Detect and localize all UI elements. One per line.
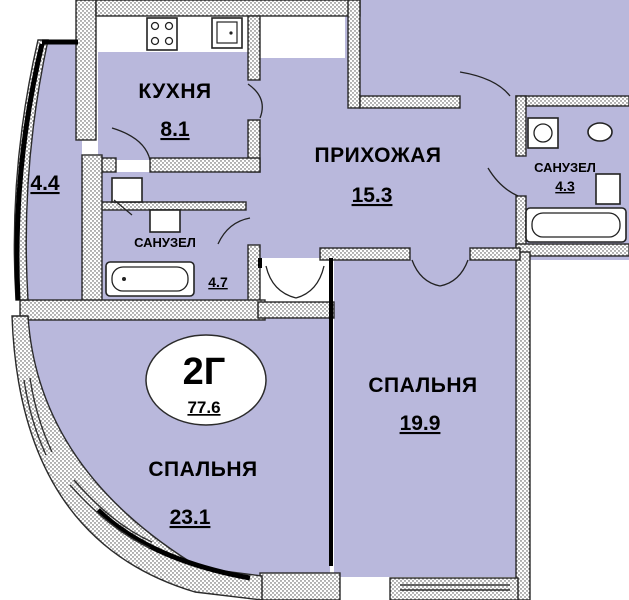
room-area-bedroom-right: 19.9	[400, 412, 441, 435]
washbasin-icon-right	[595, 173, 621, 205]
room-name-bath-left: САНУЗЕЛ	[134, 235, 196, 250]
room-area-bath-right: 4.3	[555, 178, 575, 194]
room-area-bedroom-left: 23.1	[170, 506, 211, 529]
toilet-icon	[111, 177, 143, 203]
bedroom-right-floor	[334, 255, 516, 577]
toilet-icon-right	[587, 122, 613, 142]
fixtures	[105, 17, 627, 297]
room-name-bedroom-right: СПАЛЬНЯ	[368, 374, 477, 397]
windows	[23, 377, 510, 591]
stove-icon	[146, 17, 178, 51]
room-area-kitchen: 8.1	[160, 118, 190, 141]
kitchen-floor	[98, 52, 248, 160]
apartment-type: 2Г	[183, 351, 226, 393]
washer-icon	[527, 117, 559, 149]
room-name-bedroom-left: СПАЛЬНЯ	[148, 458, 257, 481]
room-area-hallway: 15.3	[352, 184, 393, 207]
doors	[111, 71, 519, 299]
room-area-bath-left: 4.7	[208, 274, 228, 290]
washbasin-icon	[149, 209, 181, 233]
bathtub-icon	[105, 261, 195, 297]
structural-lines	[14, 39, 333, 581]
room-labels: КУХНЯ 8.1 4.4 ПРИХОЖАЯ 15.3 САНУЗЕЛ 4.3 …	[30, 80, 596, 529]
walls	[11, 0, 629, 600]
bathtub-icon-right	[525, 207, 627, 243]
apartment-badge: 2Г 77.6	[145, 334, 267, 426]
apartment-total-area: 77.6	[187, 398, 220, 417]
room-area-balcony: 4.4	[30, 172, 60, 195]
hallway-floor	[248, 58, 518, 258]
room-name-hallway: ПРИХОЖАЯ	[315, 144, 442, 167]
room-name-bath-right: САНУЗЕЛ	[534, 160, 596, 175]
room-name-kitchen: КУХНЯ	[138, 80, 211, 103]
